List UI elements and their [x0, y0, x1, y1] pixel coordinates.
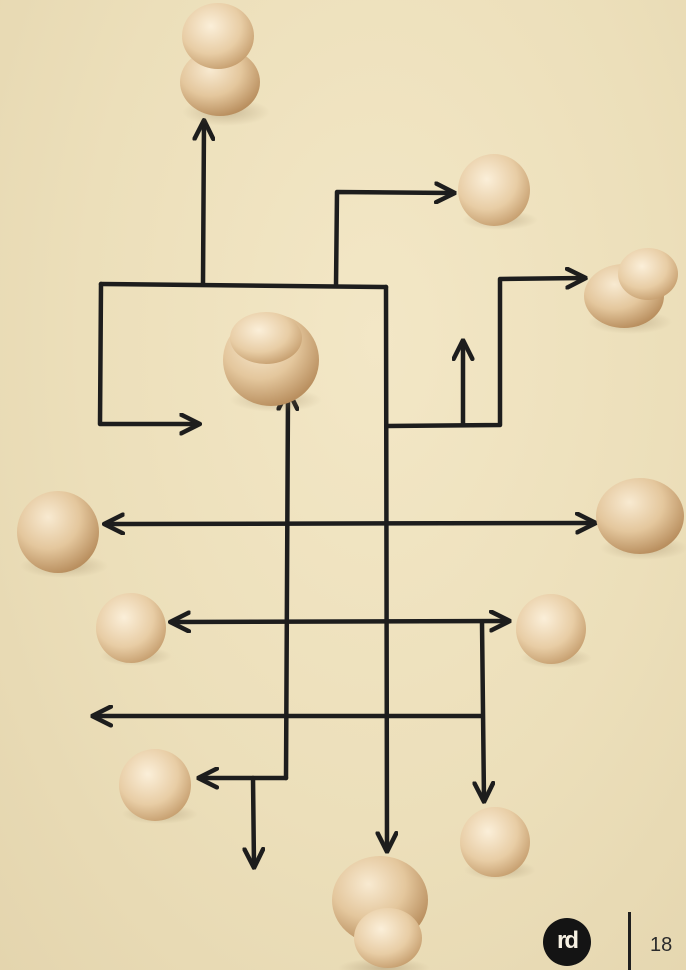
bottom-down-arrow: [253, 778, 254, 866]
page-number: 18: [650, 934, 672, 957]
branch-arrow-top-right: [336, 192, 453, 286]
brand-logo-text: rd: [557, 929, 577, 953]
brand-logo: rd: [543, 918, 591, 966]
right-branch-arrow: [387, 278, 584, 426]
peg-bottom-right: [460, 807, 536, 880]
peg-center: [223, 312, 322, 412]
peg-right-top: [584, 248, 678, 334]
frame-right-down-arrow: [386, 287, 387, 850]
frame-top-line: [101, 284, 386, 287]
peg-right-mid: [596, 478, 686, 560]
mid-double-arrow: [172, 621, 508, 622]
up-arrow-top-peg: [203, 122, 204, 284]
wooden-pegs: [17, 3, 686, 970]
peg-bottom-center: [332, 856, 430, 970]
peg-bottom-left: [119, 749, 198, 824]
peg-left-mid: [17, 491, 108, 578]
footer-divider: [628, 912, 631, 970]
down-arrow-right: [482, 622, 484, 800]
peg-left-small: [96, 593, 172, 666]
peg-upper-right: [458, 154, 538, 230]
peg-right-small: [516, 594, 592, 668]
center-up-arrow: [286, 392, 288, 778]
peg-top: [180, 3, 270, 126]
wide-double-arrow: [106, 523, 594, 524]
frame-left-arrow: [100, 284, 198, 424]
